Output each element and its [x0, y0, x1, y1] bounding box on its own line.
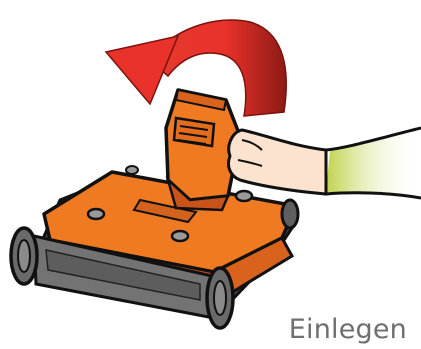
hand-icon	[228, 128, 421, 198]
instruction-caption: Einlegen	[289, 316, 407, 343]
pool-robot-illustration	[11, 166, 298, 328]
